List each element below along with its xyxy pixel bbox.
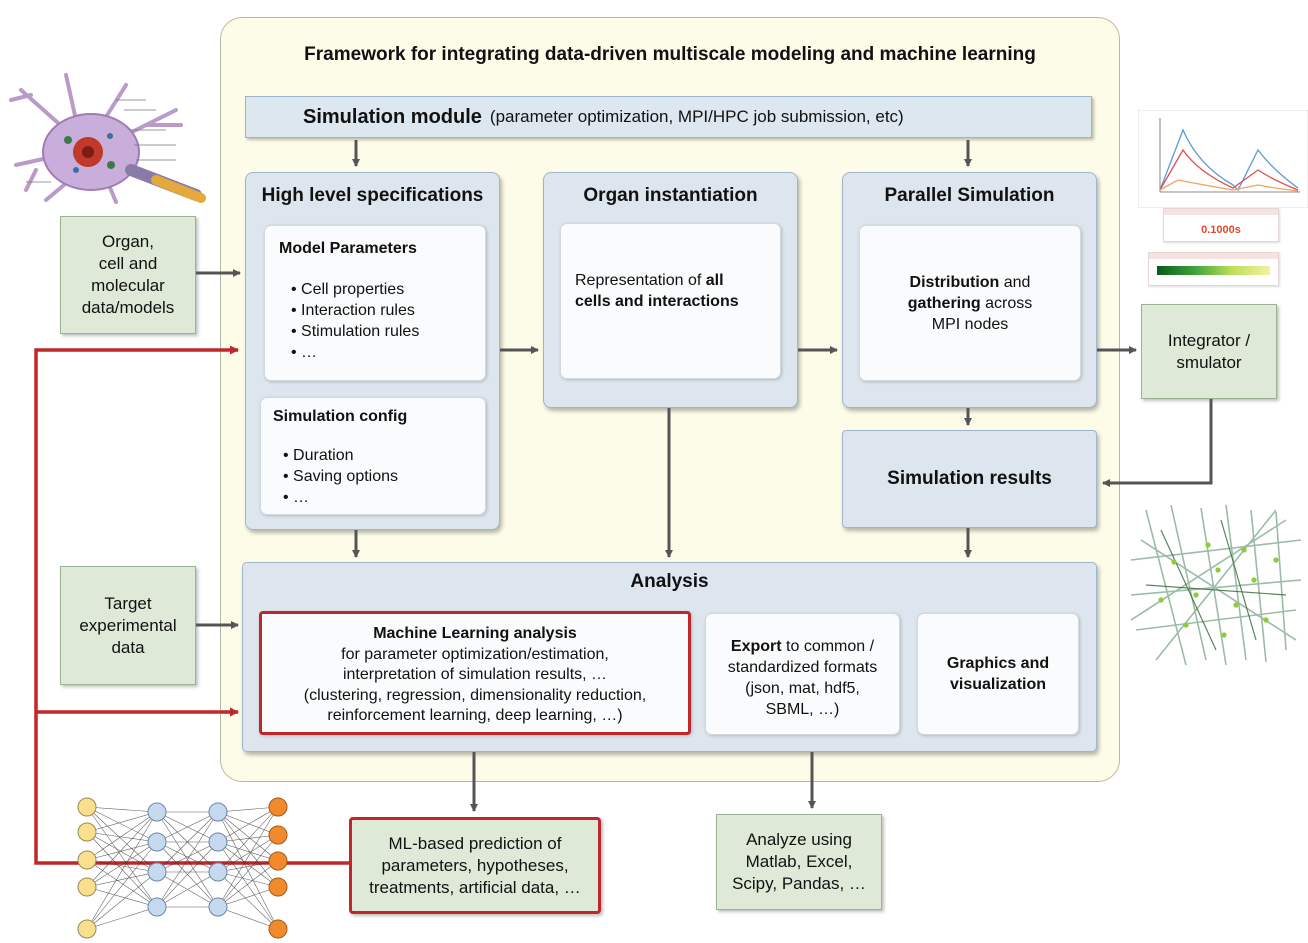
ml-prediction-box: ML-based prediction of parameters, hypot…	[349, 817, 601, 914]
organ-instantiation-panel: Organ instantiation Representation of al…	[543, 172, 798, 408]
colorbar-widget	[1148, 252, 1279, 286]
ml-line: (clustering, regression, dimensionality …	[303, 686, 647, 704]
list-item: • Stimulation rules	[291, 323, 420, 340]
simulation-module-label: Simulation module	[303, 105, 482, 128]
box-line: Matlab, Excel,	[745, 852, 853, 871]
box-line: experimental	[79, 615, 177, 635]
distribution-bold: Distribution	[909, 274, 1000, 291]
simulation-module-box: Simulation module (parameter optimizatio…	[245, 96, 1092, 138]
export-rest: to common /	[781, 638, 875, 655]
box-line: parameters, hypotheses,	[381, 855, 569, 875]
high-level-specs-title: High level specifications	[261, 185, 484, 206]
graphics-card: Graphics and visualization	[917, 613, 1079, 735]
box-line: data	[111, 637, 145, 657]
list-item: • Interaction rules	[291, 302, 415, 319]
gathering-bold: gathering	[907, 295, 981, 312]
simulation-config-card: Simulation config • Duration • Saving op…	[260, 397, 486, 515]
neuron-illustration	[9, 73, 206, 204]
export-line: standardized formats	[727, 659, 878, 676]
list-item: • …	[283, 489, 310, 506]
simulation-time-value: 0.1000s	[1201, 224, 1241, 236]
list-item: • Duration	[283, 447, 354, 464]
colorbar	[1157, 266, 1270, 275]
organ-text-plain: Representation of	[575, 272, 706, 289]
simulation-module-desc: (parameter optimization, MPI/HPC job sub…	[489, 107, 904, 126]
model-parameters-title: Model Parameters	[279, 240, 417, 257]
analyze-using-box: Analyze using Matlab, Excel, Scipy, Pand…	[716, 814, 882, 910]
organ-instantiation-title: Organ instantiation	[583, 185, 758, 206]
ml-line: reinforcement learning, deep learning, ……	[327, 707, 623, 724]
mpi-nodes-text: MPI nodes	[931, 316, 1009, 333]
ml-line: for parameter optimization/estimation,	[341, 645, 609, 663]
neural-network-illustration	[77, 797, 288, 939]
feedback-loop-arrow	[34, 345, 349, 865]
organ-text-bold-2: cells and interactions	[575, 293, 739, 310]
simulation-results-title: Simulation results	[887, 468, 1052, 489]
simulation-time-widget: 0.1000s	[1163, 208, 1279, 242]
target-experimental-data-box: Target experimental data	[60, 566, 196, 685]
list-item: • Cell properties	[291, 281, 405, 298]
simulation-results-panel: Simulation results	[842, 430, 1097, 528]
widget-header	[1164, 209, 1278, 215]
analysis-title: Analysis	[630, 571, 709, 592]
distribution-card: Distribution and gathering across MPI no…	[859, 225, 1081, 381]
box-line: cell and	[98, 254, 158, 273]
analysis-panel: Analysis Machine Learning analysis for p…	[242, 562, 1097, 752]
integrator-box: Integrator / smulator	[1141, 304, 1277, 399]
export-bold: Export	[730, 638, 782, 655]
widget-header	[1149, 253, 1278, 259]
machine-learning-analysis-box: Machine Learning analysis for parameter …	[259, 611, 691, 735]
export-card: Export to common / standardized formats …	[705, 613, 900, 735]
organ-representation-card: Representation of all cells and interact…	[560, 223, 781, 379]
simulation-config-title: Simulation config	[273, 408, 408, 425]
box-line: molecular	[91, 276, 165, 295]
distribution-plain: and	[999, 274, 1031, 291]
box-line: Organ,	[102, 232, 154, 251]
parallel-simulation-title: Parallel Simulation	[884, 185, 1055, 206]
organ-cell-data-box: Organ, cell and molecular data/models	[60, 216, 196, 334]
diagram-title: Framework for integrating data-driven mu…	[304, 44, 1036, 65]
box-line: ML-based prediction of	[388, 833, 562, 853]
ml-analysis-title: Machine Learning analysis	[373, 625, 577, 642]
export-line: (json, mat, hdf5,	[745, 680, 860, 697]
ml-line: interpretation of simulation results, …	[342, 666, 608, 683]
parallel-simulation-panel: Parallel Simulation Distribution and gat…	[842, 172, 1097, 408]
box-line: Target	[104, 593, 152, 613]
list-item: • …	[291, 344, 318, 361]
box-line: treatments, artificial data, …	[369, 877, 581, 897]
export-line: SBML, …)	[765, 701, 840, 718]
graphics-line: Graphics and	[946, 655, 1050, 672]
box-line: smulator	[1176, 352, 1242, 372]
high-level-specs-panel: High level specifications Model Paramete…	[245, 172, 500, 530]
box-line: Integrator /	[1167, 330, 1251, 350]
list-item: • Saving options	[283, 468, 399, 485]
concentration-plot-thumbnail	[1138, 110, 1308, 208]
organ-text-bold: all	[705, 272, 724, 289]
box-line: Scipy, Pandas, …	[732, 874, 866, 893]
box-line: Analyze using	[746, 830, 852, 849]
model-parameters-card: Model Parameters • Cell properties • Int…	[264, 225, 486, 381]
box-line: data/models	[81, 298, 175, 317]
graphics-line: visualization	[949, 676, 1047, 693]
gathering-plain: across	[980, 295, 1033, 312]
network-render	[1130, 504, 1302, 666]
arrow	[1102, 399, 1213, 487]
